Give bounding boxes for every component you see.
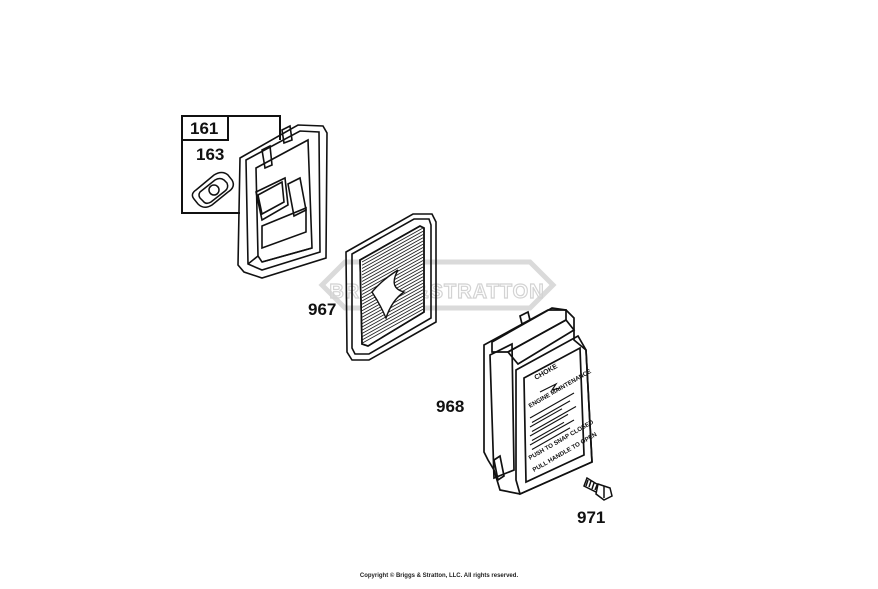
- air-filter-967-drawing: [345, 213, 437, 361]
- part-number-161[interactable]: 161: [190, 119, 219, 138]
- air-cleaner-cover-968-drawing: CHOKE ENGINE MAINTENANCE PUSH TO SNAP CL…: [483, 307, 599, 496]
- screw-971-drawing: [583, 476, 613, 501]
- part-number-163[interactable]: 163: [196, 145, 225, 164]
- decal-fine-print: [529, 392, 577, 450]
- copyright-notice: Copyright © Briggs & Stratton, LLC. All …: [359, 573, 519, 579]
- gasket-163-drawing: [191, 171, 235, 208]
- air-cleaner-base-161-drawing: [237, 124, 328, 279]
- part-number-968[interactable]: 968: [436, 397, 465, 416]
- watermark-logo: BRIGGS&STRATTON: [318, 259, 557, 311]
- filter-pleats: [361, 227, 424, 344]
- part-number-971[interactable]: 971: [577, 508, 606, 527]
- part-number-967[interactable]: 967: [308, 300, 337, 319]
- kit-box: [181, 115, 281, 214]
